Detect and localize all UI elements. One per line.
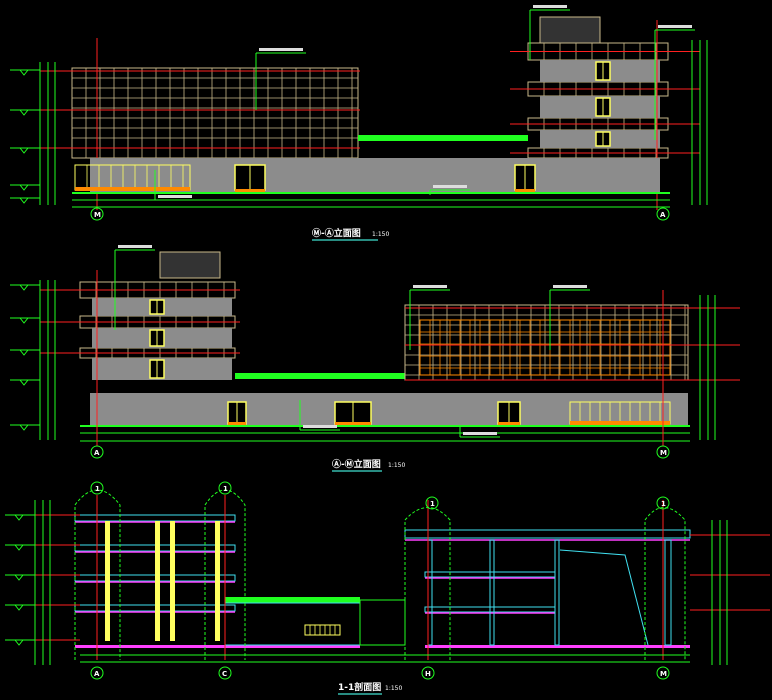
- storefront-base: [75, 187, 190, 191]
- level-triangle: [19, 197, 29, 204]
- svg-text:1: 1: [430, 500, 435, 508]
- axis-bubble-h-section: H: [421, 666, 435, 680]
- roof-slab: [404, 529, 691, 539]
- roof-parapet-green: [358, 135, 528, 141]
- axis-bubble-a-e2: A: [90, 445, 104, 459]
- elevation-2-title: Ⓐ-Ⓜ立面图 1:150: [332, 458, 405, 472]
- level-triangle: [19, 109, 29, 116]
- level-triangle: [14, 604, 24, 611]
- facade-louvers: [419, 319, 671, 376]
- axis-bubble-m-e2: M: [656, 445, 670, 459]
- annotation-text: [658, 25, 692, 28]
- elevation-1-title: Ⓜ-Ⓐ立面图 1:150: [312, 227, 389, 241]
- level-triangle: [19, 379, 29, 386]
- svg-text:H: H: [425, 670, 431, 678]
- base-wall: [90, 158, 660, 192]
- rooftop-equipment: [159, 251, 221, 279]
- section-mark-4: 1: [656, 496, 670, 510]
- level-triangle: [19, 284, 29, 291]
- level-triangle: [19, 424, 29, 431]
- courtyard-wall: [359, 599, 406, 646]
- svg-text:1: 1: [661, 500, 666, 508]
- annotation-text: [553, 285, 587, 288]
- level-triangle: [14, 639, 24, 646]
- column: [427, 539, 433, 646]
- axis-bubble-c-section: C: [218, 666, 232, 680]
- facade-curtain-wall: [71, 67, 359, 159]
- elevation-2-title-text: Ⓐ-Ⓜ立面图: [332, 458, 381, 470]
- annotation-text: [463, 432, 497, 435]
- annotation-text: [433, 185, 467, 188]
- annotation-text: [118, 245, 152, 248]
- section-mark-2: 1: [218, 481, 232, 495]
- annotation-text: [158, 195, 192, 198]
- annotation-text: [303, 425, 337, 428]
- low-wing-window: [304, 624, 341, 636]
- elevation-2-scale: 1:150: [388, 462, 405, 469]
- svg-text:M: M: [660, 449, 667, 457]
- annotation-text: [533, 5, 567, 8]
- axis-bubble-a-section: A: [90, 666, 104, 680]
- rooftop-equipment: [539, 16, 601, 44]
- axis-bubble-a-e1: A: [656, 207, 670, 221]
- level-triangle: [14, 514, 24, 521]
- ground-slab: [75, 645, 360, 648]
- section-title: 1-1剖面图 1:150: [338, 681, 402, 695]
- annotation-text: [259, 48, 303, 51]
- section-scale: 1:150: [385, 685, 402, 692]
- axis-bubble-m-section: M: [656, 666, 670, 680]
- door-base: [235, 189, 265, 192]
- floor-slab: [74, 514, 236, 522]
- detail-callout: [74, 489, 121, 660]
- ground-line: [80, 425, 690, 427]
- roof-parapet-green: [235, 373, 405, 379]
- door-base: [335, 422, 371, 425]
- door-base: [498, 422, 520, 425]
- svg-text:A: A: [94, 670, 100, 678]
- level-triangle: [14, 544, 24, 551]
- ground-slab: [425, 645, 690, 648]
- level-triangle: [19, 184, 29, 191]
- svg-text:A: A: [660, 211, 666, 219]
- stair-outline: [559, 549, 649, 646]
- level-triangle: [14, 574, 24, 581]
- svg-text:C: C: [222, 670, 227, 678]
- column: [215, 521, 220, 641]
- elevation-1-title-text: Ⓜ-Ⓐ立面图: [312, 227, 361, 239]
- door-base: [515, 189, 535, 192]
- level-triangle: [19, 147, 29, 154]
- annotation-text: [413, 285, 447, 288]
- base-wall: [90, 393, 688, 425]
- section-mark-3: 1: [425, 496, 439, 510]
- svg-text:M: M: [94, 211, 101, 219]
- low-roof: [225, 597, 360, 603]
- column: [105, 521, 110, 641]
- svg-text:A: A: [94, 449, 100, 457]
- level-triangle: [19, 317, 29, 324]
- svg-text:M: M: [660, 670, 667, 678]
- section-mark-1: 1: [90, 481, 104, 495]
- ground-line: [72, 192, 670, 194]
- svg-text:1: 1: [95, 485, 100, 493]
- section-title-text: 1-1剖面图: [338, 681, 381, 693]
- elevation-1-scale: 1:150: [372, 231, 389, 238]
- level-triangle: [19, 69, 29, 76]
- column: [170, 521, 175, 641]
- level-triangle: [19, 349, 29, 356]
- storefront-base: [570, 421, 670, 425]
- column: [554, 539, 560, 646]
- column: [155, 521, 160, 641]
- facade-curtain-wall: [404, 304, 689, 381]
- svg-text:1: 1: [223, 485, 228, 493]
- detail-callout: [204, 489, 246, 660]
- detail-callout: [644, 507, 686, 660]
- axis-bubble-m-e1: M: [90, 207, 104, 221]
- column: [489, 539, 495, 646]
- door-base: [228, 422, 246, 425]
- column: [664, 539, 672, 646]
